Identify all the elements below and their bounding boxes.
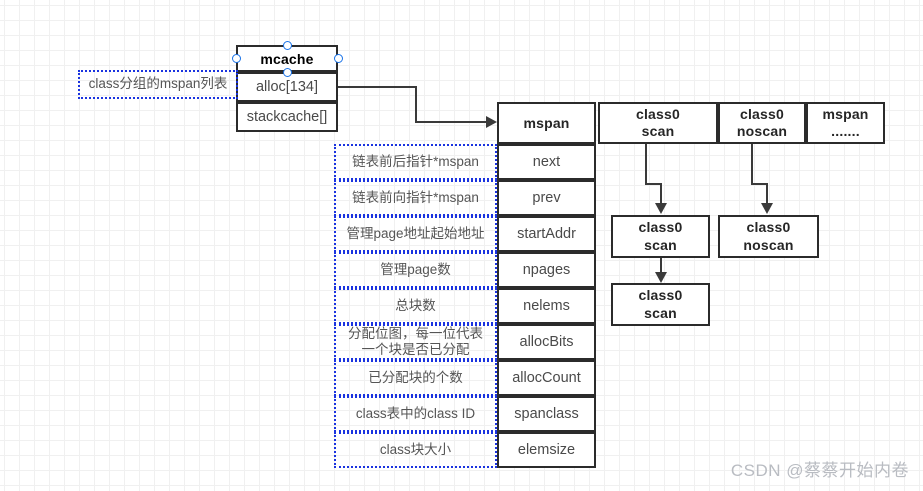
mspan-field-cell-text: prev	[532, 190, 561, 206]
mspan-field-note-allocCount: 已分配块的个数	[334, 360, 497, 396]
span-node-class0-scan-l2[interactable]: class0 scan	[611, 215, 710, 258]
mspan-field-note-spanclass: class表中的class ID	[334, 396, 497, 432]
annotation-mcache-alloc-text: class分组的mspan列表	[88, 76, 228, 92]
span-header-class0-scan-line1: class0	[635, 105, 681, 122]
mcache-row-stackcache[interactable]: stackcache[]	[236, 102, 338, 132]
mspan-field-cell-startAddr[interactable]: startAddr	[497, 216, 596, 252]
mspan-field-cell-allocCount[interactable]: allocCount	[497, 360, 596, 396]
mspan-field-cell-text: nelems	[523, 298, 570, 314]
arrow-scan-seg1	[645, 144, 647, 185]
mspan-field-cell-next[interactable]: next	[497, 144, 596, 180]
mspan-field-note-startAddr: 管理page地址起始地址	[334, 216, 497, 252]
arrow-scan-l2-to-l3-seg	[660, 258, 662, 275]
span-header-mspan-more-line2: .......	[831, 123, 860, 139]
arrow-scan-l2-to-l3-arrowhead	[655, 272, 667, 283]
span-header-class0-noscan-line2: noscan	[736, 123, 788, 139]
span-node-class0-scan-l2-line1: class0	[638, 219, 683, 235]
connector-mcache-to-mspan-seg2	[415, 86, 417, 123]
resize-handle-left[interactable]	[232, 54, 241, 63]
mspan-field-cell-prev[interactable]: prev	[497, 180, 596, 216]
arrow-noscan-arrowhead	[761, 203, 773, 214]
mcache-title-text: mcache	[260, 50, 314, 67]
span-header-mspan-more[interactable]: mspan .......	[806, 102, 885, 144]
mspan-field-cell-text: next	[532, 154, 561, 170]
arrow-noscan-seg3	[766, 183, 768, 207]
mspan-field-cell-nelems[interactable]: nelems	[497, 288, 596, 324]
mspan-field-cell-spanclass[interactable]: spanclass	[497, 396, 596, 432]
arrow-noscan-seg1	[751, 144, 753, 185]
span-header-mspan-more-line1: mspan	[822, 105, 869, 122]
mspan-field-note-next: 链表前后指针*mspan	[334, 144, 497, 180]
arrow-noscan-seg2	[751, 183, 768, 185]
resize-handle-right[interactable]	[334, 54, 343, 63]
mspan-field-note-nelems: 总块数	[334, 288, 497, 324]
arrow-scan-arrowhead	[655, 203, 667, 214]
watermark: CSDN @蔡蔡开始内卷	[730, 461, 909, 480]
span-node-class0-scan-l3-line2: scan	[644, 304, 677, 321]
mspan-field-note-text: 已分配块的个数	[368, 369, 463, 385]
mspan-field-note-text: 总块数	[395, 297, 436, 313]
mspan-field-cell-allocBits[interactable]: allocBits	[497, 324, 596, 360]
mspan-field-cell-text: allocCount	[512, 370, 581, 386]
connector-mcache-to-mspan-seg3	[415, 121, 487, 123]
mspan-field-cell-text: spanclass	[514, 406, 579, 422]
mspan-field-cell-text: elemsize	[517, 442, 576, 458]
mspan-field-note-prev: 链表前向指针*mspan	[334, 180, 497, 216]
mcache-row-stackcache-text: stackcache[]	[246, 109, 328, 125]
mspan-field-note-text: class表中的class ID	[355, 405, 476, 421]
mspan-header-text: mspan	[523, 115, 570, 131]
resize-handle-top[interactable]	[283, 41, 292, 50]
connector-mcache-to-mspan-seg1	[338, 86, 417, 88]
span-header-class0-noscan[interactable]: class0 noscan	[718, 102, 806, 144]
span-header-class0-scan-line2: scan	[641, 123, 675, 139]
span-header-class0-noscan-line1: class0	[739, 105, 785, 122]
mspan-field-note-npages: 管理page数	[334, 252, 497, 288]
span-node-class0-scan-l2-line2: scan	[644, 236, 677, 253]
mspan-field-note-text: 链表前后指针*mspan	[352, 153, 479, 169]
span-node-class0-scan-l3[interactable]: class0 scan	[611, 283, 710, 326]
span-node-class0-noscan-l2-line1: class0	[746, 219, 791, 235]
mcache-row-alloc-text: alloc[134]	[255, 79, 319, 95]
mspan-field-cell-text: startAddr	[517, 226, 576, 242]
resize-handle-bottom[interactable]	[283, 68, 292, 77]
annotation-mcache-alloc: class分组的mspan列表	[78, 70, 238, 99]
mspan-field-cell-text: allocBits	[519, 334, 574, 350]
span-node-class0-noscan-l2[interactable]: class0 noscan	[718, 215, 819, 258]
arrow-scan-seg2	[645, 183, 662, 185]
mspan-field-cell-text: npages	[522, 262, 571, 278]
span-header-class0-scan[interactable]: class0 scan	[598, 102, 718, 144]
mspan-field-note-text: 管理page地址起始地址	[346, 225, 485, 241]
mspan-field-cell-elemsize[interactable]: elemsize	[497, 432, 596, 468]
connector-mcache-to-mspan-arrowhead	[486, 116, 497, 128]
mspan-field-note-text: 链表前向指针*mspan	[352, 189, 479, 205]
mspan-field-note-text: 分配位图，每一位代表 一个块是否已分配	[348, 325, 483, 357]
span-node-class0-scan-l3-line1: class0	[638, 287, 683, 303]
mspan-field-note-allocBits: 分配位图，每一位代表 一个块是否已分配	[334, 324, 497, 360]
mspan-field-note-text: class块大小	[379, 441, 452, 457]
mspan-field-cell-npages[interactable]: npages	[497, 252, 596, 288]
span-node-class0-noscan-l2-line2: noscan	[743, 236, 794, 253]
mspan-field-note-elemsize: class块大小	[334, 432, 497, 468]
mspan-header-cell[interactable]: mspan	[497, 102, 596, 144]
arrow-scan-seg3	[660, 183, 662, 207]
mspan-field-note-text: 管理page数	[380, 261, 451, 277]
